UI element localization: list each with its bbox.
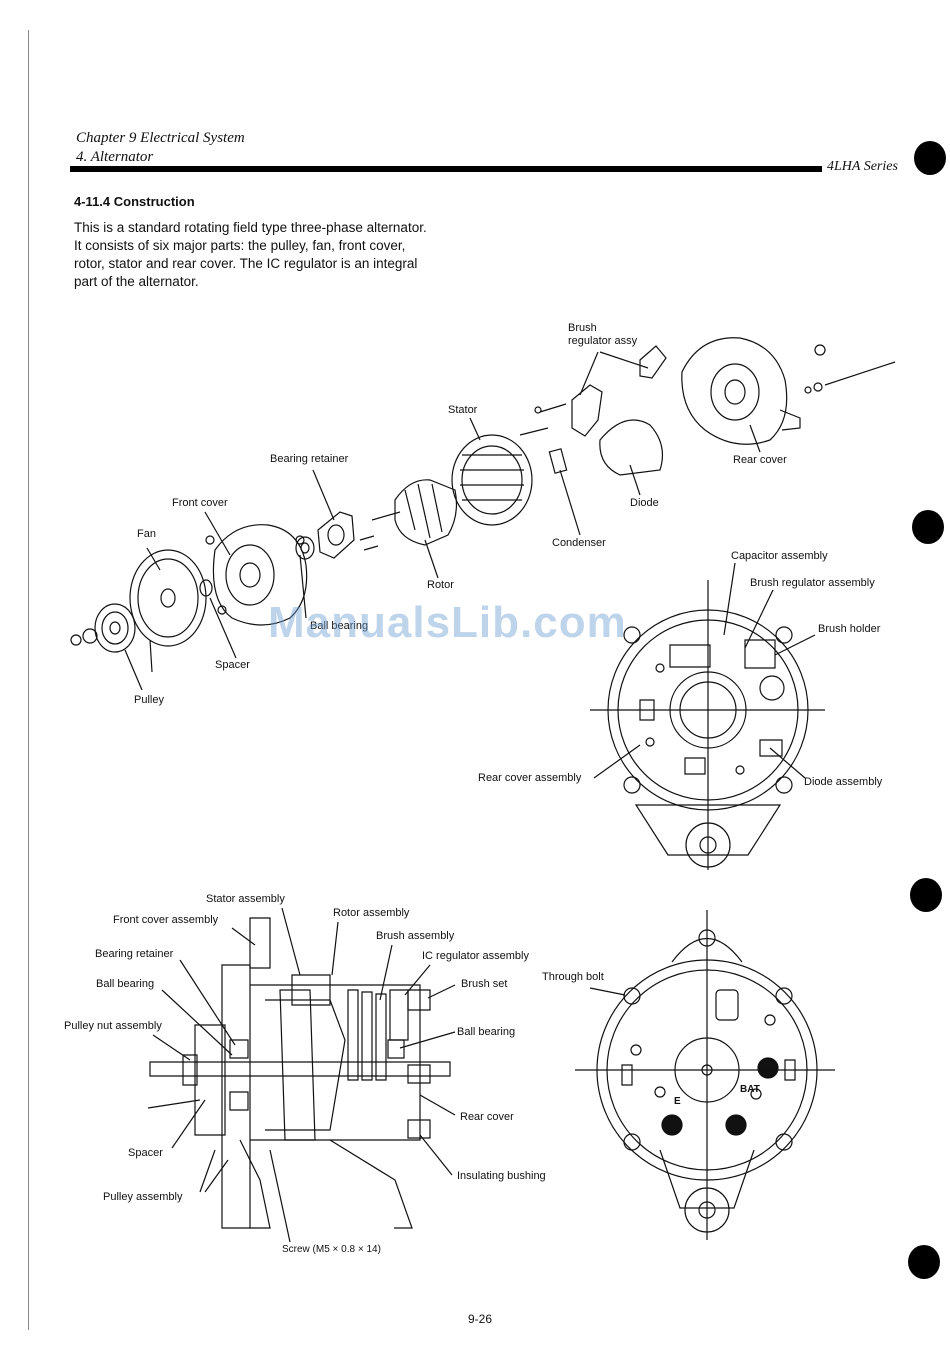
rear-view-drawing [590,563,825,870]
paragraph-line: rotor, stator and rear cover. The IC reg… [74,256,418,271]
section-heading: 4-11.4 Construction [74,194,195,209]
label-brush-regulator-line2: regulator assy [568,335,638,347]
label-ball-bearing-left: Ball bearing [96,978,155,990]
binder-hole [908,1245,940,1279]
label-brush-regulator-assembly: Brush regulator assembly [750,577,875,589]
label-brush-assembly: Brush assembly [376,930,455,942]
binder-hole [910,878,942,912]
label-condenser: Condenser [552,537,606,549]
exploded-view-drawing [71,338,895,690]
label-capacitor-assembly: Capacitor assembly [731,550,828,562]
label-rotor: Rotor [427,579,454,591]
label-rotor-assembly: Rotor assembly [333,907,410,919]
paragraph-line: It consists of six major parts: the pull… [74,238,406,253]
label-spacer: Spacer [215,659,250,671]
end-view-drawing [575,910,835,1240]
label-stator: Stator [448,404,478,416]
label-diode-assembly: Diode assembly [804,776,883,788]
label-front-cover: Front cover [172,497,228,509]
label-ic-regulator-assembly: IC regulator assembly [422,950,529,962]
label-pulley-assembly: Pulley assembly [103,1191,183,1203]
page-number: 9-26 [468,1312,493,1326]
paragraph-line: This is a standard rotating field type t… [74,220,427,235]
section-view-drawing [148,908,455,1242]
label-through-bolt: Through bolt [542,971,604,983]
label-rear-cover-assembly: Rear cover assembly [478,772,582,784]
margin-line [28,30,29,1330]
label-terminal-e: E [674,1096,681,1107]
label-ball-bearing-right: Ball bearing [457,1026,516,1038]
label-stator-assembly: Stator assembly [206,893,285,905]
label-ball-bearing: Ball bearing [310,620,369,632]
label-spacer-section: Spacer [128,1147,163,1159]
label-pulley-nut-assembly: Pulley nut assembly [64,1020,162,1032]
label-insulating-bushing: Insulating bushing [457,1170,546,1182]
intro-paragraph: This is a standard rotating field type t… [74,219,427,291]
label-brush-set: Brush set [461,978,508,990]
chapter-title: Chapter 9 Electrical System [76,130,245,146]
watermark: ManualsLib.com [268,598,627,647]
label-rear-cover: Rear cover [733,454,787,466]
label-front-cover-assembly: Front cover assembly [113,914,219,926]
binder-hole-top [914,141,946,175]
series-label: 4LHA Series [827,159,898,174]
label-terminal-bat: BAT [740,1084,760,1095]
binder-hole [912,510,944,544]
label-diode: Diode [630,497,659,509]
label-fan: Fan [137,528,156,540]
label-brush-regulator-line1: Brush [568,322,597,334]
label-bearing-retainer: Bearing retainer [270,453,349,465]
label-screw: Screw (M5 × 0.8 × 14) [282,1244,381,1255]
label-bearing-retainer-section: Bearing retainer [95,948,174,960]
label-rear-cover-section: Rear cover [460,1111,514,1123]
header-rule [70,166,822,172]
label-brush-holder: Brush holder [818,623,881,635]
label-pulley: Pulley [134,694,164,706]
paragraph-line: part of the alternator. [74,274,199,289]
section-title: 4. Alternator [76,149,154,165]
